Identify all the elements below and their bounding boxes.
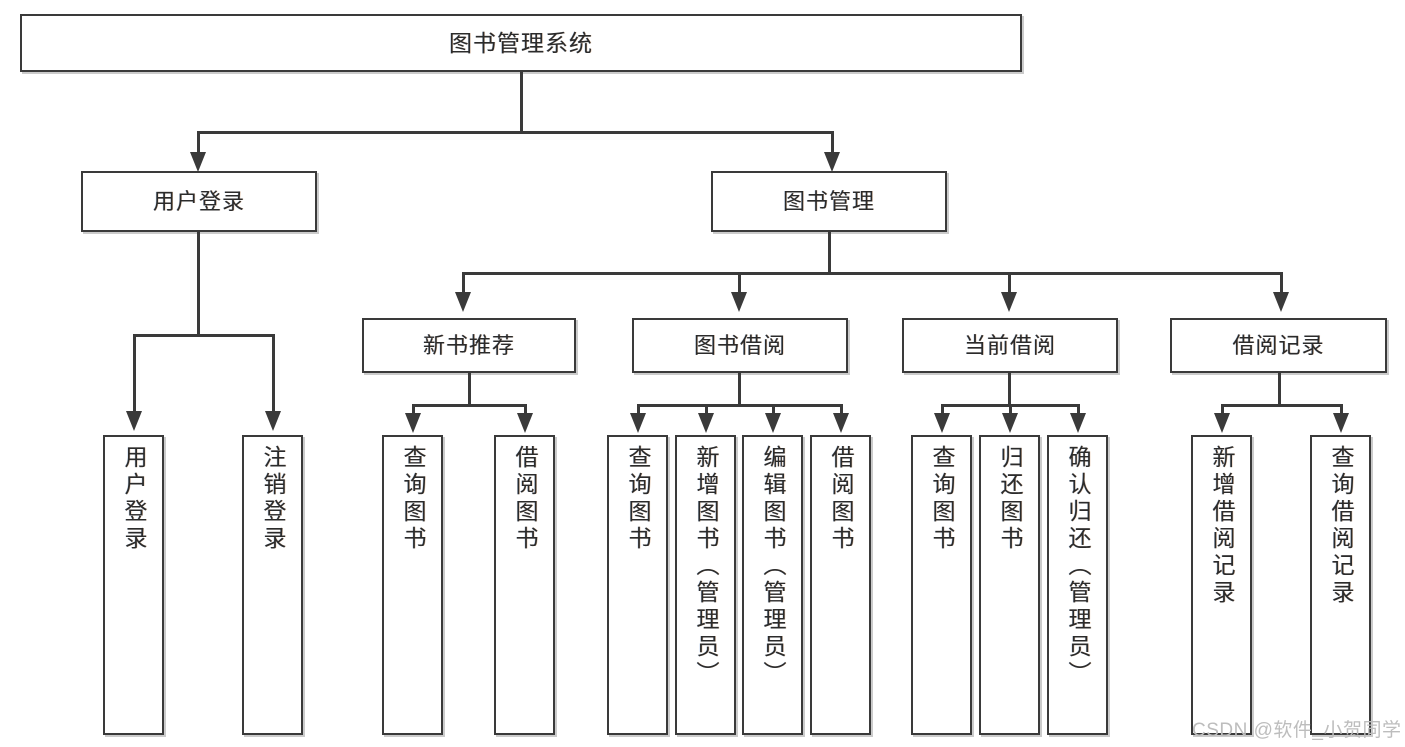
connector-bb-to-leaf-4 [840, 404, 843, 416]
connector-nbr-bus [412, 404, 524, 407]
leaf-borrow-book-1-label: 借阅图书 [512, 445, 538, 553]
connector-root-to-book-manage [831, 131, 834, 156]
connector-cb-to-leaf-2 [1009, 404, 1012, 416]
arrow-bb-to-leaf-3 [765, 413, 781, 433]
leaf-return-book-label: 归还图书 [997, 445, 1023, 553]
connector-root-to-user-login [197, 131, 200, 156]
connector-bb-to-leaf-1 [637, 404, 640, 416]
connector-root-stem [520, 72, 523, 132]
arrow-cb-to-leaf-3 [1070, 413, 1086, 433]
connector-bm-to-current-borrow [1008, 272, 1011, 294]
connector-book-manage-stem [828, 232, 831, 274]
connector-bb-stem [738, 373, 741, 406]
node-root[interactable]: 图书管理系统 [20, 14, 1022, 72]
leaf-edit-book-label: 编辑图书（管理员） [760, 445, 786, 688]
connector-user-login-to-leaf-1 [133, 334, 136, 413]
arrow-nbr-to-leaf-1 [405, 413, 421, 433]
connector-br-to-leaf-2 [1340, 404, 1343, 416]
node-borrow-record[interactable]: 借阅记录 [1170, 318, 1387, 373]
arrow-bm-to-current-borrow [1001, 292, 1017, 312]
arrow-bm-to-book-borrow [731, 292, 747, 312]
connector-user-login-stem [197, 232, 200, 336]
leaf-query-book-1[interactable]: 查询图书 [382, 435, 443, 735]
arrow-bb-to-leaf-4 [833, 413, 849, 433]
connector-root-bus [197, 131, 833, 134]
connector-br-stem [1278, 373, 1281, 406]
node-book-borrow[interactable]: 图书借阅 [632, 318, 848, 373]
arrow-cb-to-leaf-2 [1002, 413, 1018, 433]
leaf-logout-login[interactable]: 注销登录 [242, 435, 303, 735]
leaf-add-book[interactable]: 新增图书（管理员） [675, 435, 736, 735]
node-book-manage[interactable]: 图书管理 [711, 171, 947, 232]
connector-bb-bus [637, 404, 840, 407]
leaf-query-book-1-label: 查询图书 [400, 445, 426, 553]
connector-nbr-to-leaf-2 [524, 404, 527, 416]
arrow-nbr-to-leaf-2 [517, 413, 533, 433]
arrow-cb-to-leaf-1 [934, 413, 950, 433]
arrow-root-to-user-login [190, 152, 206, 172]
leaf-add-record-label: 新增借阅记录 [1209, 445, 1235, 607]
leaf-borrow-book-2-label: 借阅图书 [828, 445, 854, 553]
node-root-label: 图书管理系统 [449, 29, 593, 56]
arrow-bm-to-new-book [455, 292, 471, 312]
leaf-borrow-book-1[interactable]: 借阅图书 [494, 435, 555, 735]
watermark-text: CSDN @软件_小贺同学 [1192, 720, 1402, 741]
leaf-borrow-book-2[interactable]: 借阅图书 [810, 435, 871, 735]
arrow-root-to-book-manage [824, 152, 840, 172]
connector-bb-to-leaf-3 [772, 404, 775, 416]
connector-nbr-stem [468, 373, 471, 406]
connector-bm-to-book-borrow [738, 272, 741, 294]
leaf-query-book-2[interactable]: 查询图书 [607, 435, 668, 735]
connector-user-login-bus [133, 334, 274, 337]
leaf-add-record[interactable]: 新增借阅记录 [1191, 435, 1252, 735]
arrow-bb-to-leaf-1 [630, 413, 646, 433]
leaf-query-book-3[interactable]: 查询图书 [911, 435, 972, 735]
leaf-query-book-3-label: 查询图书 [929, 445, 955, 553]
node-book-borrow-label: 图书借阅 [693, 332, 786, 358]
node-book-manage-label: 图书管理 [782, 188, 875, 214]
arrow-br-to-leaf-1 [1214, 413, 1230, 433]
connector-br-to-leaf-1 [1221, 404, 1224, 416]
connector-cb-stem [1008, 373, 1011, 406]
leaf-logout-login-label: 注销登录 [260, 445, 286, 553]
node-new-book-rec-label: 新书推荐 [422, 332, 515, 358]
connector-book-manage-bus [462, 272, 1280, 275]
connector-bm-to-new-book [462, 272, 465, 294]
node-user-login-label: 用户登录 [152, 188, 245, 214]
leaf-add-book-label: 新增图书（管理员） [693, 445, 719, 688]
leaf-confirm-return-label: 确认归还（管理员） [1065, 445, 1091, 688]
leaf-query-record[interactable]: 查询借阅记录 [1310, 435, 1371, 735]
arrow-bb-to-leaf-2 [698, 413, 714, 433]
connector-bb-to-leaf-2 [705, 404, 708, 416]
connector-bm-to-borrow-record [1280, 272, 1283, 294]
leaf-user-login[interactable]: 用户登录 [103, 435, 164, 735]
leaf-user-login-label: 用户登录 [121, 445, 147, 553]
arrow-user-login-to-leaf-1 [126, 411, 142, 431]
node-current-borrow-label: 当前借阅 [963, 332, 1056, 358]
node-user-login[interactable]: 用户登录 [81, 171, 317, 232]
arrow-br-to-leaf-2 [1333, 413, 1349, 433]
arrow-user-login-to-leaf-2 [265, 411, 281, 431]
leaf-query-record-label: 查询借阅记录 [1328, 445, 1354, 607]
leaf-query-book-2-label: 查询图书 [625, 445, 651, 553]
node-current-borrow[interactable]: 当前借阅 [902, 318, 1118, 373]
connector-nbr-to-leaf-1 [412, 404, 415, 416]
node-borrow-record-label: 借阅记录 [1232, 332, 1325, 358]
connector-br-bus [1221, 404, 1340, 407]
leaf-return-book[interactable]: 归还图书 [979, 435, 1040, 735]
leaf-edit-book[interactable]: 编辑图书（管理员） [742, 435, 803, 735]
leaf-confirm-return[interactable]: 确认归还（管理员） [1047, 435, 1108, 735]
node-new-book-rec[interactable]: 新书推荐 [362, 318, 576, 373]
connector-cb-to-leaf-1 [941, 404, 944, 416]
connector-cb-to-leaf-3 [1077, 404, 1080, 416]
connector-user-login-to-leaf-2 [272, 334, 275, 413]
arrow-bm-to-borrow-record [1273, 292, 1289, 312]
